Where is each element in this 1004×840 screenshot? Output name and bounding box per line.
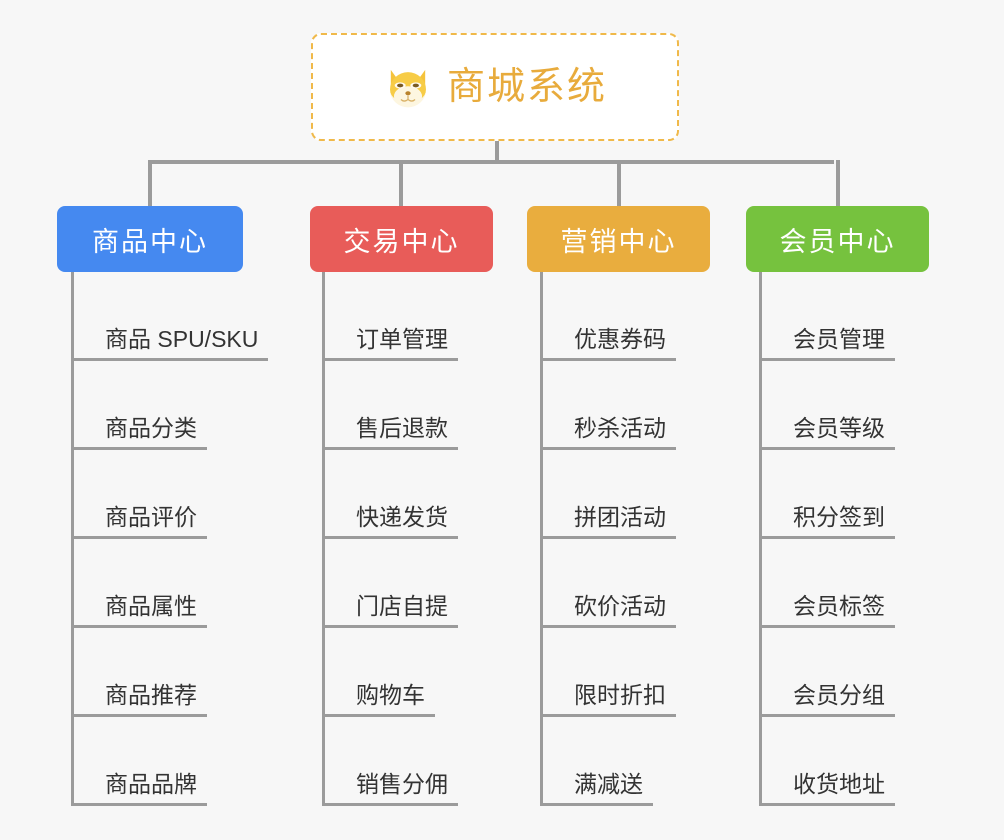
leaf-label: 满减送 [540, 773, 653, 806]
category-label: 会员中心 [779, 226, 896, 257]
leaf-label: 购物车 [322, 684, 435, 717]
leaf-label: 限时折扣 [540, 684, 676, 717]
leaf-item[interactable]: 门店自提 [322, 539, 458, 628]
leaf-item[interactable]: 商品评价 [71, 450, 268, 539]
connector-bus-horizontal [150, 160, 834, 164]
leaf-label: 砍价活动 [540, 595, 676, 628]
leaf-item[interactable]: 销售分佣 [322, 717, 458, 806]
leaf-item[interactable]: 限时折扣 [540, 628, 676, 717]
leaf-item[interactable]: 售后退款 [322, 361, 458, 450]
leaf-item[interactable]: 订单管理 [322, 272, 458, 361]
leaf-label: 收货地址 [759, 773, 895, 806]
leaf-item[interactable]: 收货地址 [759, 717, 895, 806]
leaf-label: 积分签到 [759, 506, 895, 539]
leaf-item[interactable]: 拼团活动 [540, 450, 676, 539]
leaf-column-transaction-center: 订单管理 售后退款 快递发货 门店自提 购物车 销售分佣 [322, 272, 458, 806]
leaf-label: 会员管理 [759, 328, 895, 361]
leaf-label: 会员等级 [759, 417, 895, 450]
connector-trunk-vertical [495, 141, 499, 163]
leaf-label: 订单管理 [322, 328, 458, 361]
connector-drop-1 [148, 160, 152, 206]
leaf-spine [71, 272, 74, 806]
leaf-item[interactable]: 会员管理 [759, 272, 895, 361]
leaf-label: 商品推荐 [71, 684, 207, 717]
leaf-label: 商品属性 [71, 595, 207, 628]
leaf-label: 门店自提 [322, 595, 458, 628]
leaf-label: 秒杀活动 [540, 417, 676, 450]
leaf-label: 优惠券码 [540, 328, 676, 361]
category-label: 商品中心 [92, 226, 208, 257]
leaf-item[interactable]: 会员标签 [759, 539, 895, 628]
root-node[interactable]: 商城系统 [311, 33, 679, 141]
leaf-label: 商品分类 [71, 417, 207, 450]
leaf-column-product-center: 商品 SPU/SKU 商品分类 商品评价 商品属性 商品推荐 商品品牌 [71, 272, 269, 806]
category-box-member-center[interactable]: 会员中心 [746, 206, 929, 272]
leaf-label: 快递发货 [322, 506, 458, 539]
leaf-label: 商品品牌 [71, 773, 207, 806]
leaf-label: 销售分佣 [322, 773, 458, 806]
leaf-column-marketing-center: 优惠券码 秒杀活动 拼团活动 砍价活动 限时折扣 满减送 [540, 272, 676, 806]
leaf-spine [540, 272, 543, 806]
connector-drop-3 [617, 160, 621, 206]
category-box-product-center[interactable]: 商品中心 [57, 206, 243, 272]
category-box-transaction-center[interactable]: 交易中心 [310, 206, 493, 272]
root-title: 商城系统 [446, 66, 607, 108]
leaf-item[interactable]: 优惠券码 [540, 272, 676, 361]
leaf-item[interactable]: 商品推荐 [71, 628, 268, 717]
leaf-item[interactable]: 购物车 [322, 628, 458, 717]
leaf-item[interactable]: 商品 SPU/SKU [71, 272, 269, 361]
leaf-label: 售后退款 [322, 417, 458, 450]
leaf-item[interactable]: 满减送 [540, 717, 676, 806]
shiba-dog-icon [383, 62, 433, 112]
leaf-item[interactable]: 秒杀活动 [540, 361, 676, 450]
connector-drop-2 [399, 160, 403, 206]
leaf-item[interactable]: 商品属性 [71, 539, 268, 628]
leaf-label: 会员分组 [759, 684, 895, 717]
leaf-item[interactable]: 砍价活动 [540, 539, 676, 628]
leaf-item[interactable]: 积分签到 [759, 450, 895, 539]
leaf-item[interactable]: 商品分类 [71, 361, 268, 450]
category-label: 营销中心 [560, 226, 677, 257]
connector-drop-4 [836, 160, 840, 206]
leaf-label: 拼团活动 [540, 506, 676, 539]
leaf-label: 会员标签 [759, 595, 895, 628]
leaf-column-member-center: 会员管理 会员等级 积分签到 会员标签 会员分组 收货地址 [759, 272, 895, 806]
leaf-label: 商品 SPU/SKU [71, 328, 269, 361]
leaf-item[interactable]: 会员分组 [759, 628, 895, 717]
leaf-item[interactable]: 商品品牌 [71, 717, 268, 806]
leaf-item[interactable]: 会员等级 [759, 361, 895, 450]
category-label: 交易中心 [343, 226, 460, 257]
category-box-marketing-center[interactable]: 营销中心 [527, 206, 710, 272]
leaf-label: 商品评价 [71, 506, 207, 539]
leaf-spine [322, 272, 325, 806]
leaf-item[interactable]: 快递发货 [322, 450, 458, 539]
leaf-spine [759, 272, 762, 806]
